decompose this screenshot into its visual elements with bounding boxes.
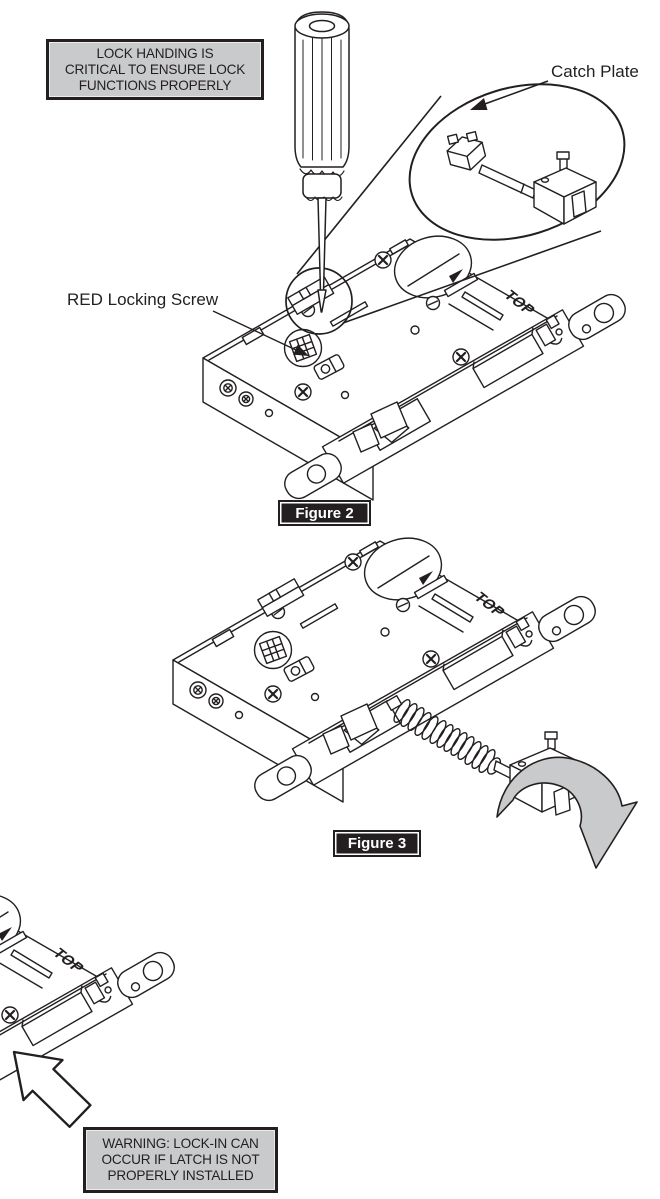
lock-in-warning-line: OCCUR IF LATCH IS NOT (101, 1152, 260, 1167)
figure2-illustration (201, 11, 632, 505)
lock-in-warning-box: WARNING: LOCK-IN CAN OCCUR IF LATCH IS N… (83, 1127, 278, 1193)
handing-warning-line: CRITICAL TO ENSURE LOCK (64, 61, 246, 77)
latch-spring-assembly (385, 694, 638, 869)
catch-plate-assembly (446, 130, 597, 225)
lock-in-warning-line: PROPERLY INSTALLED (107, 1168, 254, 1183)
pointer-arrow-icon (12, 1050, 92, 1129)
magnifier-circle (285, 267, 353, 335)
catch-plate-arrow (470, 80, 549, 110)
catch-plate-label: Catch Plate (551, 62, 639, 81)
red-locking-screw-leader (212, 310, 309, 356)
screwdriver-icon (294, 11, 350, 313)
figure3-caption-badge: Figure 3 (333, 830, 421, 857)
figure2-caption-badge: Figure 2 (278, 500, 371, 526)
handing-warning-box: LOCK HANDING IS CRITICAL TO ENSURE LOCK … (46, 39, 264, 100)
handing-warning-line: FUNCTIONS PROPERLY (78, 77, 232, 93)
red-locking-screw-label: RED Locking Screw (67, 290, 219, 309)
catch-plate-zoom-bubble (408, 83, 626, 241)
latch-detail-illustration (0, 884, 181, 1163)
handing-warning-line: LOCK HANDING IS (96, 45, 214, 61)
figure3-illustration (171, 528, 638, 869)
rotation-arrow-icon (496, 756, 638, 869)
lock-in-warning-line: WARNING: LOCK-IN CAN (102, 1136, 259, 1151)
